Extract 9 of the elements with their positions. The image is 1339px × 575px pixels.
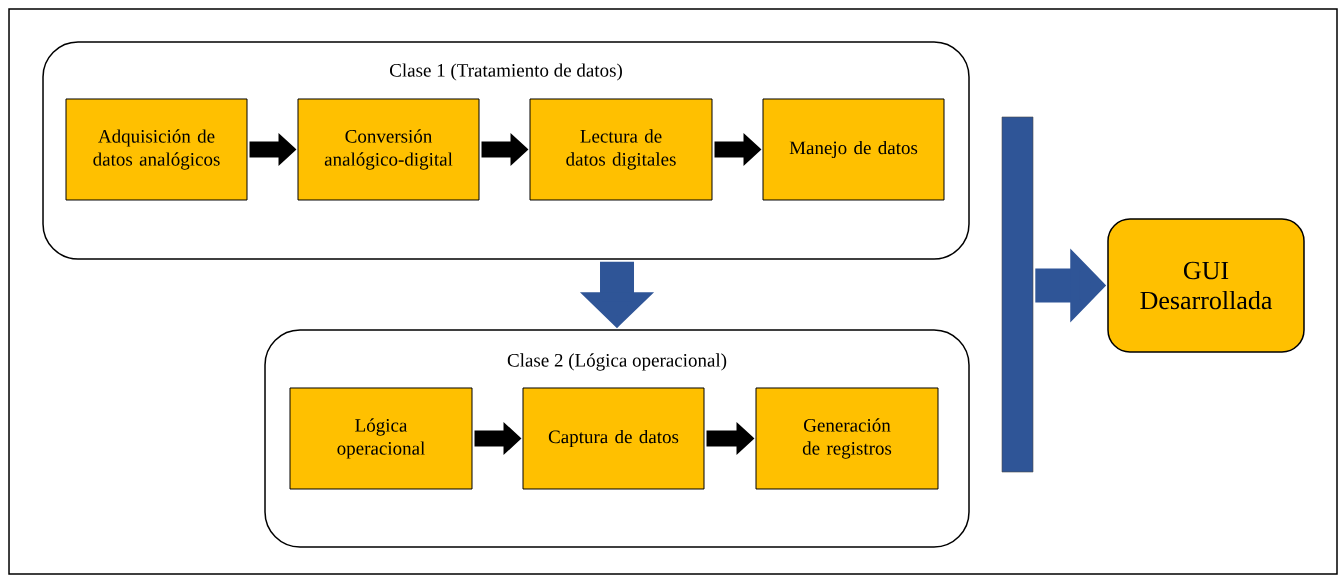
process-box: Conversión analógico-digital — [297, 98, 480, 201]
process-box: Manejo de datos — [762, 98, 945, 201]
bus-bar — [1001, 116, 1034, 473]
process-box: Adquisición de datos analógicos — [65, 98, 248, 201]
result-box: GUI Desarrollada — [1107, 218, 1305, 353]
process-box: Generación de registros — [755, 387, 939, 490]
process-box: Lectura de datos digitales — [529, 98, 713, 201]
process-box: Lógica operacional — [289, 387, 473, 490]
process-box: Captura de datos — [522, 387, 705, 490]
